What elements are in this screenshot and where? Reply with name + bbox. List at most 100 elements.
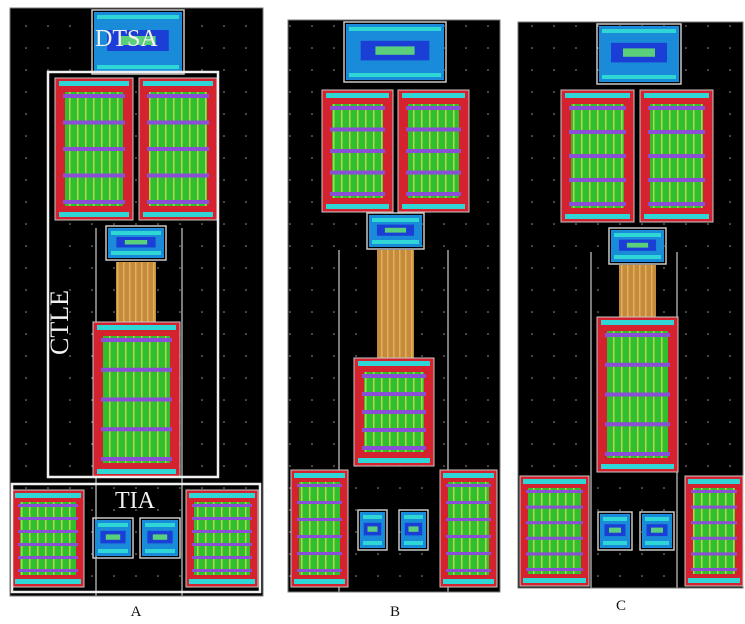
panel-c-buffer-cell-top-rail [614,233,661,237]
panel-c-ctle-load-metal-row [605,333,670,337]
panel-a-ctle-left-pair-metal-row [63,147,125,151]
panel-c-ctle-right-pair-outline [639,89,714,223]
panel-b-buffer-cell-diff [384,227,407,233]
panel-c-ctle-left-pair-top-rail [565,93,630,98]
panel-b-tia-small-cell-top-rail [404,515,423,519]
panel-c-tia-right-metal-row [691,552,737,556]
panel-b-ctle-left-pair-metal-row [330,106,385,110]
panel-a-tia-right [185,489,259,588]
panel-b-dtsa-cell-bottom-rail [349,73,441,77]
panel-b-tia-right-diffusion [448,482,489,575]
panel-c-connector-stripes [619,265,656,317]
panel-b-tia-right-metal-row [446,501,491,504]
panel-b-dtsa-cell-diff [375,46,415,55]
panel-b-tia-left [290,469,349,588]
panel-c-tia-left-top-rail [523,479,586,484]
panel-c-ctle-right-pair-metal-row [648,178,705,182]
panel-a-buffer-cell-outline [105,225,167,261]
panel-a-tia-left-diffusion [20,502,76,575]
panel-c-tia-right [684,475,744,587]
panel-c-ctle-right-pair-bottom-rail [644,214,709,219]
panel-a-ctle-load-bottom-rail [97,469,176,474]
panel-a-tia-small-cell-top-rail [98,523,128,527]
panel-b-tia-small-cell-bottom-rail [363,541,382,545]
panel-c-guide-rail [590,252,592,588]
panel-a-ctle-left-pair-outline [54,77,134,221]
panel-c-tia-left-metal-row [526,521,583,525]
panel-b-ctle-right-pair-metal-row [406,170,461,175]
panel-c-ctle-load-outline [596,316,679,473]
panel-b-ctle-right-pair-bottom-rail [402,204,465,209]
panel-a-tia-right-metal-row [192,504,252,507]
panel-c-tia-left-metal-row [526,490,583,493]
dtsa-label: DTSA [95,26,158,52]
panel-b-ctle-left-pair-metal-row [330,192,385,196]
panel-b-tia-right-metal-row [446,535,491,538]
panel-b-tia-left-metal-row [297,484,342,487]
panel-c-ctle-right-pair-metal-row [648,130,705,134]
panel-b-ctle-right-pair-metal-row [406,127,461,132]
panel-a-buffer-cell-diff [124,240,148,245]
panel-a-tia-small-cell [92,517,134,559]
panel-b-tia-small-cell [398,509,429,551]
panel-b-tia-left-top-rail [294,473,345,478]
panel-c-ctle-left-pair-metal-row [569,154,626,158]
panel-c-ctle-right-pair [639,89,714,223]
panel-a-tia-left-metal-row [18,530,78,533]
panel-a-ctle-load-metal-row [101,397,172,402]
panel-a-ctle-left-pair-bottom-rail [59,212,129,217]
panel-b-guide-rail [338,250,340,592]
panel-c [517,21,744,589]
panel-a-ctle-right-pair-bottom-rail [143,212,213,217]
panel-a-ctle-left-pair-metal-row [63,120,125,125]
panel-b-tia-left-metal-row [297,535,342,538]
panel-c-ctle-left-pair-metal-row [569,202,626,206]
panel-c-tia-right-diffusion [693,488,735,574]
panel-c-tia-small-cell-bottom-rail [603,541,627,545]
panel-c-tia-right-metal-row [691,568,737,571]
panel-a-guide-rail [181,228,183,596]
panel-b-tia-small-cell-diff [408,526,419,532]
panel-c-ctle-right-pair-metal-row [648,106,705,110]
panel-b-connector-stripes [377,250,414,358]
panel-b-ctle-load-outline [353,357,435,467]
panel-b-tia-left-metal-row [297,518,342,521]
ctle-label: CTLE [45,290,74,355]
panel-b-tia-small-cell-outline [398,509,429,551]
panel-a-ctle-load-metal-row [101,427,172,432]
panel-b-tia-right-metal-row [446,552,491,555]
panel-b-tia-right-metal-row [446,518,491,521]
panel-a-dtsa-cell-diff [120,36,156,45]
panel-c-buffer-cell-outline [608,227,667,265]
panel-c-ctle-load-bottom-rail [601,464,674,469]
panel-a-tia-small-cell-diff [105,534,121,540]
panel-a-buffer-cell-top-rail [111,231,161,235]
panel-b-border [287,19,501,593]
panel-b-ctle-load-metal-row [362,392,426,396]
panel-c-tia-small-cell [639,511,675,551]
panel-a-dtsa-cell-outline [91,9,185,75]
panel-a-dtsa-cell [91,9,185,75]
panel-b-tia-small-cell-top-rail [363,515,382,519]
panel-c-buffer-cell [608,227,667,265]
panel-c-ctle-left-pair-metal-row [569,178,626,182]
panel-c-ctle-left-pair-metal-row [569,106,626,110]
panel-c-ctle-load-metal-row [605,422,670,427]
panel-b-ctle-load-top-rail [358,361,430,366]
panel-b-ctle-load-metal-row [362,374,426,378]
panel-a-tia-left-metal-row [18,569,78,572]
panel-a-ctle-left-pair-metal-row [63,173,125,178]
panel-b-ctle-load [353,357,435,467]
panel-c-tia-left-metal-row [526,568,583,571]
panel-a-tia-small-cell-outline [92,517,134,559]
panel-c-tia-left-outline [519,475,590,587]
panel-b-ctle-left-pair-metal-row [330,170,385,175]
panel-c-ctle-right-pair-metal-row [648,202,705,206]
panel-a-tia-left-metal-row [18,556,78,559]
panel-c-tia-right-outline [684,475,744,587]
panel-b-tia-right-bottom-rail [443,579,494,584]
panel-c-buffer-cell-bottom-rail [614,255,661,259]
panel-b-tia-left-metal-row [297,501,342,504]
panel-a-ctle-right-pair-metal-row [147,173,209,178]
panel-b-tia-small-cell-diff [367,526,378,532]
